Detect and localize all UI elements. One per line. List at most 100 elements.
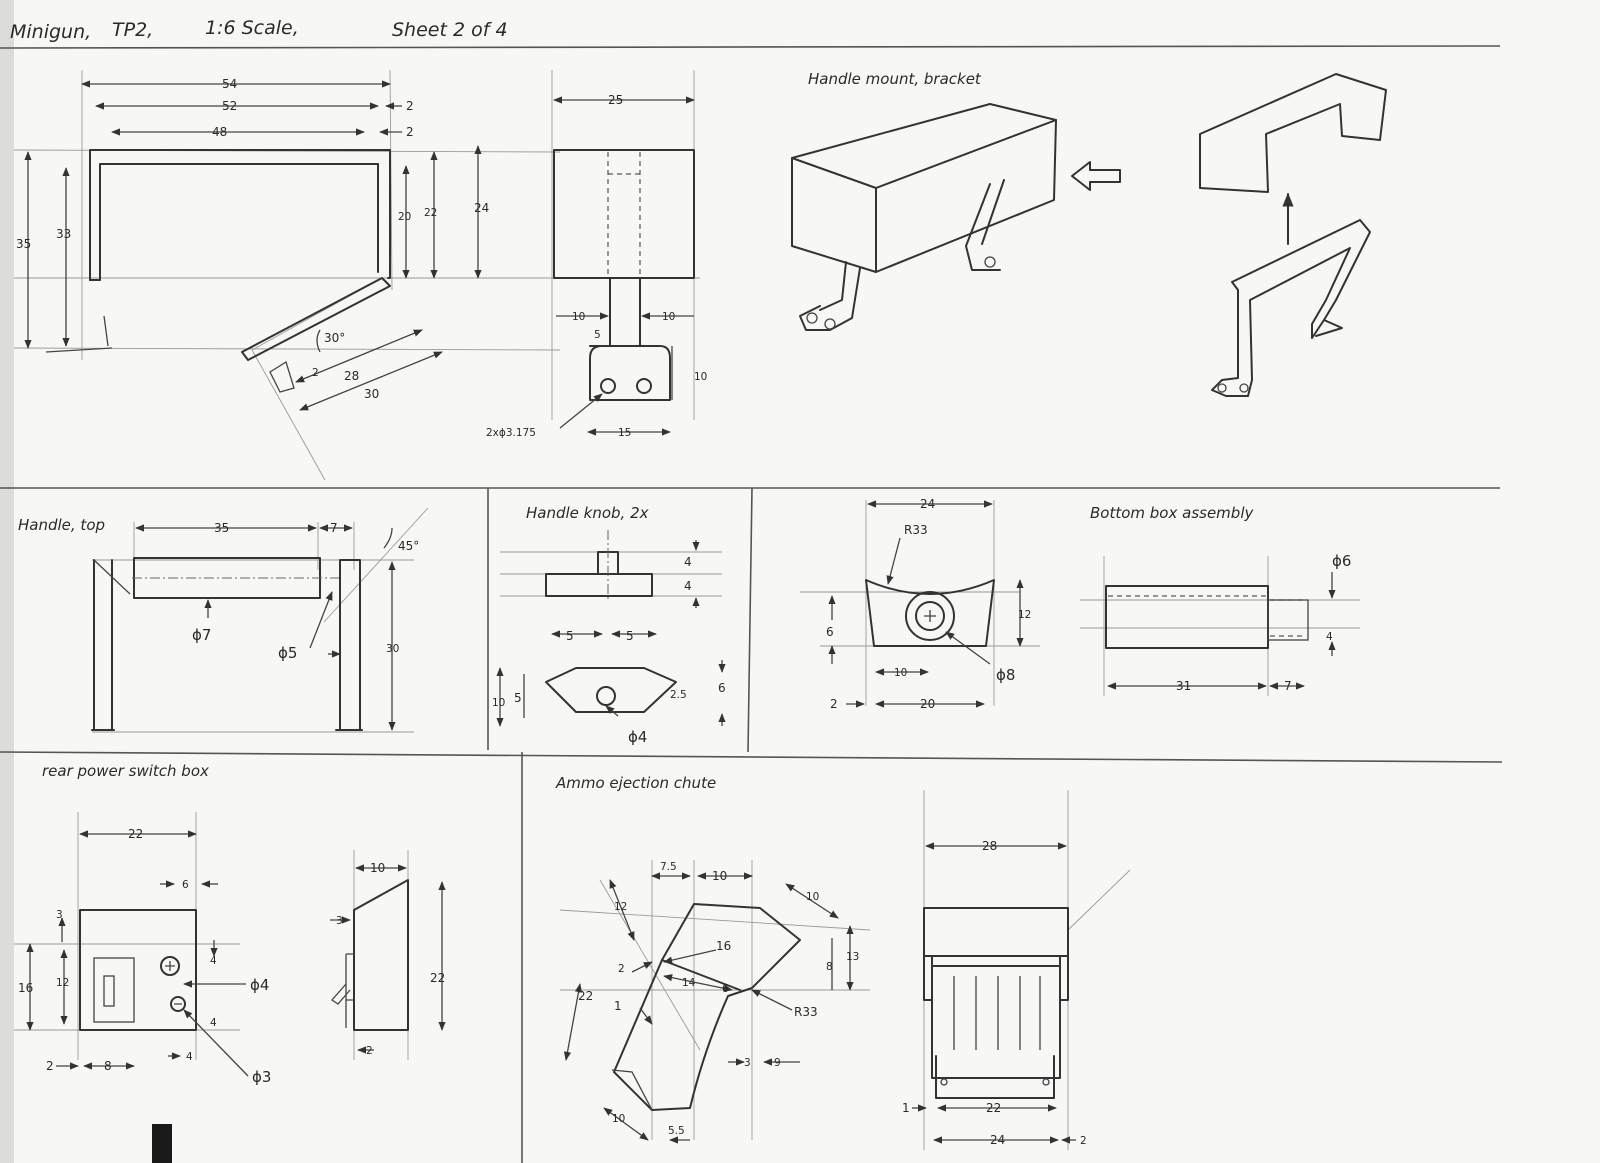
dim-chute-2: 2	[618, 963, 625, 975]
dim-frame-48: 48	[212, 125, 227, 139]
dim-frame-30: 30	[364, 387, 379, 401]
dim-chute-12: 12	[614, 901, 627, 913]
handle-top-view: Handle, top 35 7 45° ϕ7 ϕ5 30	[18, 507, 429, 733]
dim-chute-10c: 10	[612, 1113, 625, 1125]
dim-chute-10b: 10	[806, 891, 819, 903]
dim-side-10c: 10	[694, 371, 707, 383]
handle-top-title: Handle, top	[18, 516, 105, 534]
bottom-box-title: Bottom box assembly	[1090, 504, 1254, 522]
dim-frame-2a: 2	[406, 99, 414, 113]
chute-front-view: 28 1 22 24 2	[902, 790, 1131, 1150]
dim-frame-2b: 2	[406, 125, 414, 139]
dim-chute-1: 1	[614, 999, 622, 1013]
dim-knob-4b: 4	[684, 579, 692, 593]
dim-switch-8: 8	[104, 1059, 112, 1073]
dim-frame-2c: 2	[312, 367, 319, 379]
header-part: TP2,	[112, 19, 153, 41]
switch-box-views: rear power switch box 22 6 3 16 12 4 4 4…	[14, 762, 446, 1086]
ejection-chute-view: Ammo ejection chute 7.5 10 10 12 2 16 14…	[555, 774, 871, 1144]
dim-chute-22: 22	[578, 989, 593, 1003]
dim-bottom-r33: R33	[904, 523, 928, 537]
section-dividers	[0, 487, 1503, 1163]
dim-chute-13: 13	[846, 951, 859, 963]
frame-front-view: 54 52 48 2 2 35 33 20 22 24 30° 2 28 30	[13, 69, 700, 481]
dim-knob-5c: 5	[514, 691, 522, 705]
dim-bottom-phi8: ϕ8	[996, 666, 1015, 684]
dim-switch-6: 6	[182, 879, 189, 891]
bottom-box-views: Bottom box assembly 24 R33 12 6 10 ϕ8 2 …	[800, 497, 1360, 711]
dim-chute-6: 6	[722, 983, 729, 995]
bracket-sketch: Handle mount, bracket	[791, 70, 1387, 397]
dim-side-10b: 10	[662, 311, 675, 323]
dim-chute-16: 16	[716, 939, 731, 953]
chute-title: Ammo ejection chute	[555, 774, 716, 792]
dim-side-15: 15	[618, 427, 631, 439]
dim-switch-3b: 3	[336, 915, 343, 927]
dim-side-25: 25	[608, 93, 623, 107]
dim-frame-52: 52	[222, 99, 237, 113]
dim-bottom-12: 12	[1018, 609, 1031, 621]
sheet-header: Minigun, TP2, 1:6 Scale, Sheet 2 of 4	[0, 17, 1501, 49]
dim-chute-8: 8	[826, 961, 833, 973]
dim-side-10a: 10	[572, 311, 585, 323]
dim-front-22: 22	[986, 1101, 1001, 1115]
handle-knob-view: Handle knob, 2x 4 4 5 5 10 5 2.5 6 ϕ4	[492, 504, 726, 746]
dim-switch-2b: 2	[366, 1045, 373, 1057]
dim-switch-4b: 4	[210, 1017, 217, 1029]
dim-bottom-7: 7	[1284, 679, 1292, 693]
paper-edge-shadow	[0, 0, 14, 1163]
dim-knob-phi4: ϕ4	[628, 728, 647, 746]
dim-frame-35: 35	[16, 237, 31, 251]
dim-handle-phi5: ϕ5	[278, 644, 297, 662]
frame-side-view: 25 10 10 5 10 15 2xϕ3.175	[486, 70, 707, 439]
dim-bottom-31: 31	[1176, 679, 1191, 693]
dim-handle-7: 7	[330, 521, 338, 535]
dim-knob-10: 10	[492, 697, 505, 709]
dim-handle-35: 35	[214, 521, 229, 535]
dim-chute-14: 14	[682, 977, 696, 989]
dim-switch-4c: 4	[186, 1051, 193, 1063]
dim-bottom-20: 20	[920, 697, 935, 711]
header-sheet: Sheet 2 of 4	[392, 19, 508, 41]
dim-frame-20: 20	[398, 211, 411, 223]
dim-switch-3: 3	[56, 909, 63, 921]
dim-frame-28: 28	[344, 369, 359, 383]
dim-switch-22: 22	[128, 827, 143, 841]
dim-chute-5-5: 5.5	[668, 1125, 685, 1137]
dim-side-holes: 2xϕ3.175	[486, 427, 536, 439]
dim-bottom-4: 4	[1326, 631, 1333, 643]
handle-knob-title: Handle knob, 2x	[526, 504, 649, 522]
dim-knob-5b: 5	[626, 629, 634, 643]
dim-switch-4a: 4	[210, 955, 217, 967]
dim-switch-2: 2	[46, 1059, 54, 1073]
dim-knob-5a: 5	[566, 629, 574, 643]
header-rule	[0, 45, 1501, 49]
switch-box-title: rear power switch box	[42, 762, 209, 780]
dim-bottom-6: 6	[826, 625, 834, 639]
dim-chute-9: 9	[774, 1057, 781, 1069]
dim-front-2: 2	[1080, 1135, 1087, 1147]
dim-bottom-24: 24	[920, 497, 935, 511]
dim-knob-2-5: 2.5	[670, 689, 687, 701]
dim-handle-angle45: 45°	[398, 539, 419, 553]
dim-switch-12: 12	[56, 977, 69, 989]
dim-side-5: 5	[594, 329, 601, 341]
dim-handle-phi7: ϕ7	[192, 626, 211, 644]
header-scale: 1:6 Scale,	[205, 17, 299, 39]
dim-frame-24: 24	[474, 201, 489, 215]
dim-chute-3: 3	[744, 1057, 751, 1069]
dim-frame-33: 33	[56, 227, 71, 241]
dim-switch-10: 10	[370, 861, 385, 875]
binder-mark	[152, 1124, 172, 1163]
dim-bottom-10: 10	[894, 667, 907, 679]
dim-front-28: 28	[982, 839, 997, 853]
bracket-title: Handle mount, bracket	[808, 70, 982, 88]
dim-frame-22: 22	[424, 207, 437, 219]
dim-switch-phi4: ϕ4	[250, 976, 269, 994]
dim-switch-16: 16	[18, 981, 33, 995]
dim-handle-30: 30	[386, 643, 399, 655]
dim-switch-phi3: ϕ3	[252, 1068, 271, 1086]
dim-knob-6: 6	[718, 681, 726, 695]
dim-chute-10a: 10	[712, 869, 727, 883]
